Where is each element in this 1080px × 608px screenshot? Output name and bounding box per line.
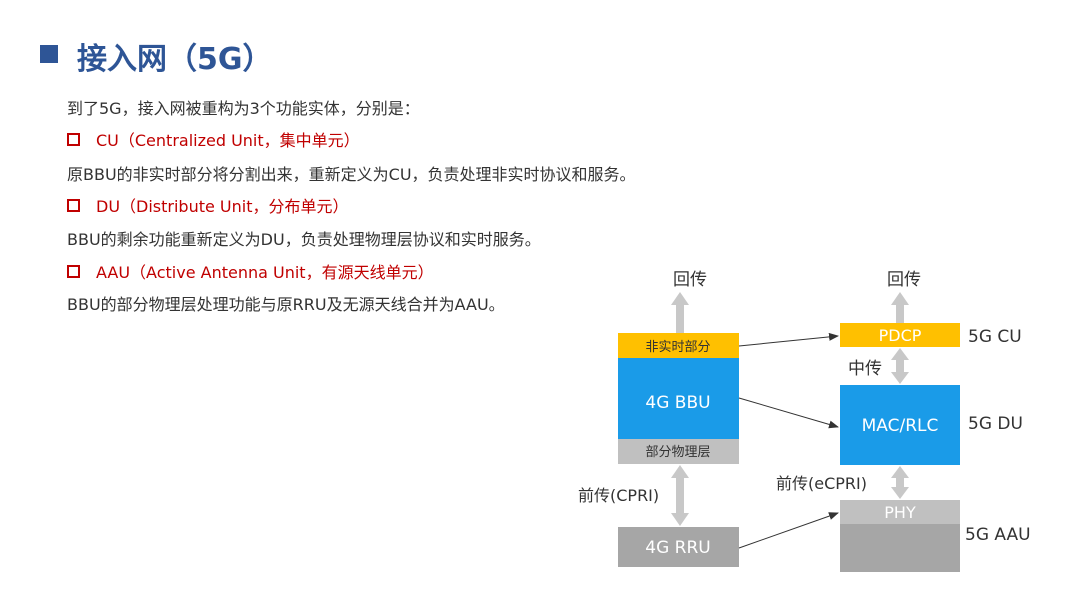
- midhaul-arrow: [891, 348, 909, 384]
- intro-text: 到了5G，接入网被重构为3个功能实体，分别是：: [67, 99, 420, 118]
- left-backhaul-arrow: [671, 292, 689, 333]
- partial-phy-label: 部分物理层: [645, 445, 710, 460]
- aau-description: BBU的部分物理层处理功能与原RRU及无源天线合并为AAU。: [67, 295, 505, 314]
- nonrealtime-to-pdcp-arrow: [738, 332, 839, 347]
- mac-rlc-label: MAC/RLC: [862, 416, 939, 436]
- aau-label: 5G AAU: [965, 525, 1031, 545]
- left-fronthaul-arrow: [671, 465, 689, 526]
- rru-label: 4G RRU: [645, 538, 710, 558]
- phy-block: [840, 500, 960, 524]
- bbu-block: [618, 358, 739, 439]
- pdcp-block: [840, 323, 960, 347]
- bbu-to-macrlc-arrow: [738, 397, 839, 429]
- left-fronthaul-label: 前传(CPRI): [578, 486, 659, 505]
- cu-label: 5G CU: [968, 327, 1022, 347]
- du-heading-text: DU（Distribute Unit，分布单元）: [96, 197, 349, 216]
- right-backhaul-arrow: [891, 292, 909, 323]
- non-realtime-label: 非实时部分: [645, 340, 710, 355]
- phy-label: PHY: [884, 503, 916, 522]
- bbu-label: 4G BBU: [645, 393, 710, 413]
- aau-heading-text: AAU（Active Antenna Unit，有源天线单元）: [96, 263, 434, 282]
- cu-heading-text: CU（Centralized Unit，集中单元）: [96, 131, 360, 150]
- square-bullet-icon: [67, 264, 80, 278]
- right-fronthaul-label: 前传(eCPRI): [776, 474, 867, 493]
- aau-heading: AAU（Active Antenna Unit，有源天线单元）: [67, 259, 434, 283]
- du-label: 5G DU: [968, 414, 1023, 434]
- cu-heading: CU（Centralized Unit，集中单元）: [67, 127, 360, 151]
- square-bullet-icon: [67, 132, 80, 146]
- aau-block: [840, 524, 960, 572]
- right-fronthaul-arrow: [891, 466, 909, 499]
- right-backhaul-label: 回传: [887, 270, 921, 290]
- left-backhaul-label: 回传: [673, 270, 707, 290]
- non-realtime-block: [618, 333, 739, 358]
- mac-rlc-block: [840, 385, 960, 465]
- pdcp-label: PDCP: [879, 326, 922, 345]
- midhaul-label: 中传: [848, 359, 882, 379]
- title-bullet-icon: [40, 45, 58, 63]
- rru-to-phy-arrow: [738, 512, 839, 549]
- rru-block: [618, 527, 739, 567]
- page-title: 接入网（5G）: [77, 42, 273, 77]
- square-bullet-icon: [67, 198, 80, 212]
- du-heading: DU（Distribute Unit，分布单元）: [67, 193, 349, 217]
- partial-phy-block: [618, 439, 739, 464]
- du-description: BBU的剩余功能重新定义为DU，负责处理物理层协议和实时服务。: [67, 230, 541, 249]
- cu-description: 原BBU的非实时部分将分割出来，重新定义为CU，负责处理非实时协议和服务。: [67, 165, 636, 184]
